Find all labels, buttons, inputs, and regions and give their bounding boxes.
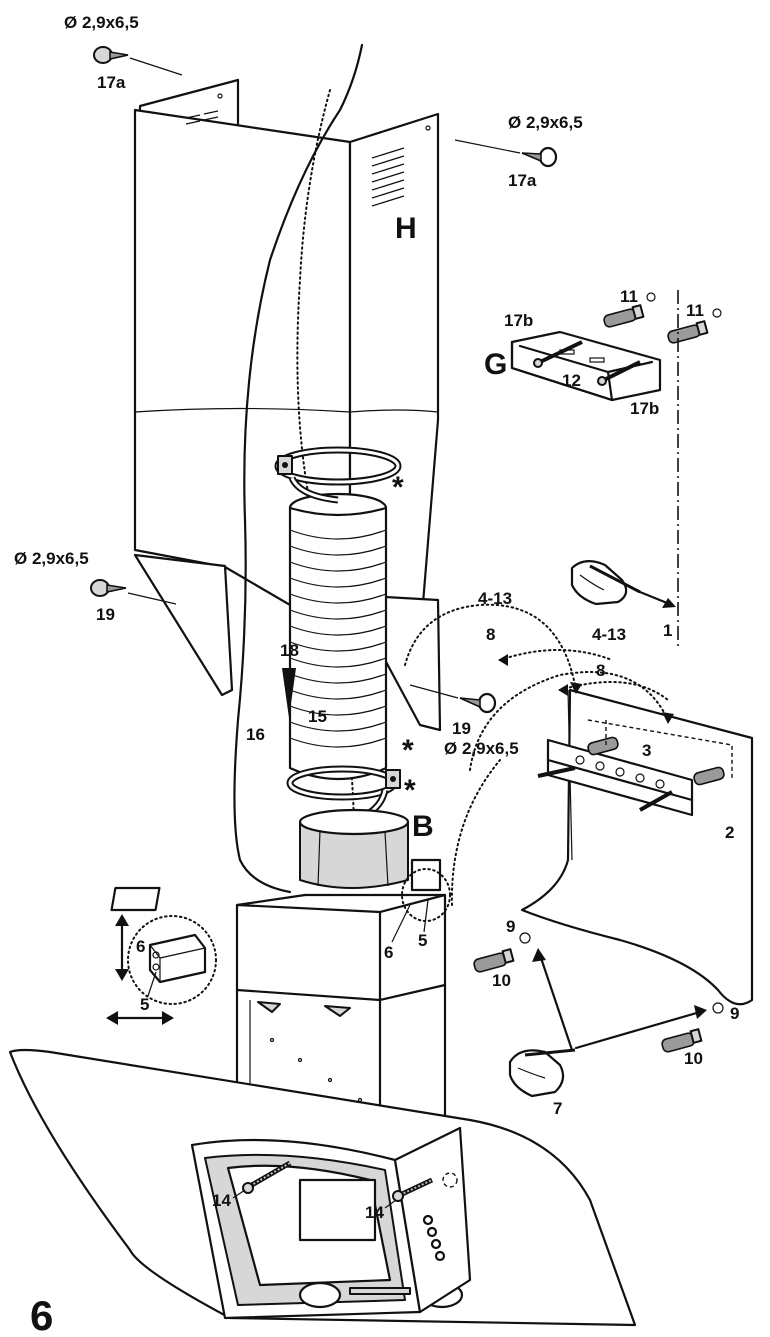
label-motor-6: 6 bbox=[384, 943, 393, 962]
wall-plug-icon bbox=[473, 948, 515, 973]
label-detail-6: 6 bbox=[136, 937, 145, 956]
wall-plug-icon bbox=[661, 1028, 703, 1053]
wall-plug-icon bbox=[693, 766, 725, 786]
label-screw-19-right: 19 bbox=[452, 719, 471, 738]
washer-icon bbox=[646, 292, 656, 302]
screw-icon bbox=[521, 146, 558, 168]
flexible-duct bbox=[288, 492, 388, 781]
label-bracket-17b-bottom: 17b bbox=[630, 399, 659, 418]
label-bracket-17b-top: 17b bbox=[504, 311, 533, 330]
screw-icon bbox=[242, 1160, 292, 1194]
spec-screw-top-right: Ø 2,9x6,5 bbox=[508, 113, 583, 132]
label-arc-4-13-left: 4-13 bbox=[478, 589, 512, 608]
arc-wall-left bbox=[450, 759, 501, 906]
arc-arrow bbox=[662, 712, 674, 724]
label-screw-17a-left: 17a bbox=[97, 73, 126, 92]
wall-plug-icon bbox=[587, 736, 619, 756]
label-star-bottom: * bbox=[404, 774, 416, 807]
chimney-vent-side bbox=[371, 147, 405, 207]
screw-icon bbox=[459, 692, 497, 714]
wall-plug-icon bbox=[667, 320, 709, 344]
junction-box bbox=[110, 886, 161, 912]
screw-icon bbox=[533, 340, 583, 368]
screw-icon bbox=[537, 766, 576, 778]
figure-number: 6 bbox=[30, 1292, 53, 1337]
arrow-to-washer-right bbox=[694, 1005, 707, 1019]
arrow-to-washer-left bbox=[532, 948, 546, 962]
label-hood-2: 2 bbox=[725, 823, 734, 842]
junction-box-detail bbox=[127, 915, 217, 1005]
arc-4-13-right bbox=[469, 671, 669, 771]
motor-outlet bbox=[298, 808, 410, 889]
push-direction-arrow bbox=[282, 668, 296, 718]
arc-arrow bbox=[498, 654, 508, 666]
label-rail-3: 3 bbox=[642, 741, 651, 760]
label-arc-8-right: 8 bbox=[596, 661, 605, 680]
hand-pencil-icon bbox=[570, 560, 641, 606]
arc-arrow bbox=[570, 682, 582, 694]
arc-4-13-left bbox=[404, 603, 577, 691]
washer-icon bbox=[712, 308, 722, 318]
label-detail-5: 5 bbox=[140, 995, 149, 1014]
label-arc-4-13-right: 4-13 bbox=[592, 625, 626, 644]
spec-screw-right: Ø 2,9x6,5 bbox=[444, 739, 519, 758]
screw-icon bbox=[639, 790, 673, 812]
label-duct-15: 15 bbox=[308, 707, 327, 726]
label-screw-14-left: 14 bbox=[212, 1191, 231, 1210]
label-washer-9-left: 9 bbox=[506, 917, 515, 936]
label-plug-10-left: 10 bbox=[492, 971, 511, 990]
chimney-cover bbox=[133, 78, 442, 732]
label-screw-19-left: 19 bbox=[96, 605, 115, 624]
label-mark-7: 7 bbox=[553, 1099, 562, 1118]
label-bracket-g: G bbox=[484, 348, 507, 381]
label-screw-14-right: 14 bbox=[365, 1203, 384, 1222]
label-washer-9-right: 9 bbox=[730, 1004, 739, 1023]
mounting-rail bbox=[546, 738, 694, 817]
label-screw-17a-right: 17a bbox=[508, 171, 537, 190]
spec-screw-left: Ø 2,9x6,5 bbox=[14, 549, 89, 568]
label-cable-16: 16 bbox=[246, 725, 265, 744]
label-chimney-h: H bbox=[395, 212, 417, 245]
hood-panel bbox=[520, 688, 754, 1006]
label-arc-8-left: 8 bbox=[486, 625, 495, 644]
label-arrow-18: 18 bbox=[280, 641, 299, 660]
label-plug-10-right: 10 bbox=[684, 1049, 703, 1068]
arc-arrow bbox=[558, 684, 568, 696]
screw-icon bbox=[93, 46, 129, 64]
label-mark-1: 1 bbox=[663, 621, 672, 640]
screw-icon bbox=[597, 360, 641, 386]
label-star-mid: * bbox=[402, 734, 414, 767]
screw-icon bbox=[392, 1177, 434, 1202]
label-motor-b: B bbox=[412, 810, 434, 843]
label-bracket-12: 12 bbox=[562, 371, 581, 390]
power-cable bbox=[233, 43, 364, 894]
screw-icon bbox=[90, 579, 127, 597]
label-plug-11-right: 11 bbox=[686, 301, 704, 320]
cable-hidden-path bbox=[296, 89, 355, 876]
wall-plug-icon bbox=[603, 304, 645, 328]
label-star-top: * bbox=[392, 471, 404, 504]
vertical-adjust-arrow bbox=[115, 914, 129, 981]
horizontal-adjust-arrow bbox=[106, 1011, 174, 1025]
label-motor-5: 5 bbox=[418, 931, 427, 950]
chimney-vent-back bbox=[185, 110, 219, 125]
hand-pencil-icon bbox=[508, 1048, 576, 1098]
washer-icon bbox=[712, 1002, 724, 1014]
arc-8-left bbox=[499, 649, 613, 661]
washer-icon bbox=[519, 932, 531, 944]
hose-clamp-icon bbox=[274, 446, 402, 504]
label-plug-11-left: 11 bbox=[620, 287, 638, 306]
spec-screw-top-left: Ø 2,9x6,5 bbox=[64, 13, 139, 32]
